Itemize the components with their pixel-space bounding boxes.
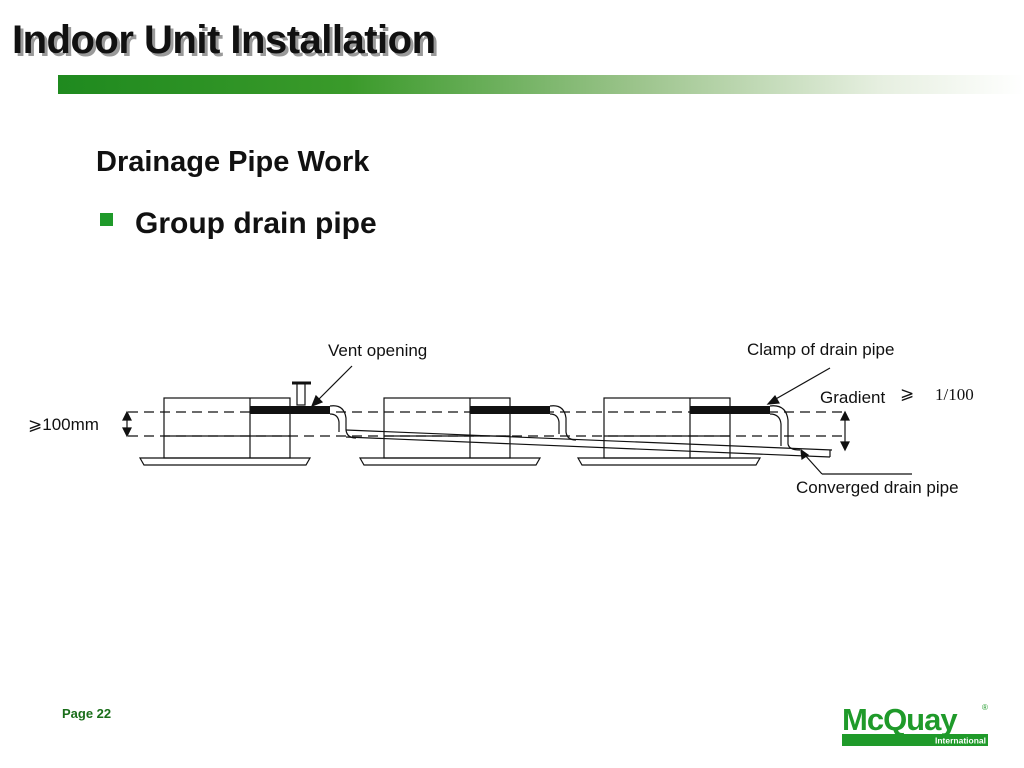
label-converged-drain-pipe: Converged drain pipe [796,478,959,497]
section-heading: Drainage Pipe Work [96,146,370,178]
converged-pipe-lower [345,436,831,458]
vent-opening-pipe [292,381,311,406]
group-drain-pipe-diagram: Vent opening Clamp of drain pipe Gradien… [28,340,974,497]
vent-leader-arrow [310,394,324,408]
slide-title: Indoor Unit Installation [12,18,436,62]
logo-registered-mark: ® [982,703,988,712]
square-bullet-icon [100,212,113,226]
label-height-100mm: ⩾100mm [28,415,99,434]
drain-elbow-3 [769,405,801,451]
drain-hoses [250,406,770,414]
logo-subtitle-text: International [935,736,986,746]
height-dimension-arrow [122,410,132,438]
converged-leader-line [803,453,823,475]
title-underline-bar [58,75,1024,94]
converged-leader-arrow [800,448,810,461]
drain-elbow-1 [329,405,357,439]
page-number: Page 22 [62,706,112,721]
label-vent-opening: Vent opening [328,341,427,360]
label-gradient-value: 1/100 [935,385,974,404]
clamp-leader-arrow [766,394,780,405]
indoor-unit-1 [138,397,312,466]
clamp-leader-line [773,367,831,401]
vent-leader-line [315,365,353,403]
drain-elbow-2 [549,405,577,441]
label-gradient: Gradient [820,388,885,407]
label-clamp-of-drain-pipe: Clamp of drain pipe [747,340,894,359]
logo-brand-text: McQuay [842,702,958,737]
mcquay-logo: McQuay ® International [842,702,988,746]
label-gradient-symbol: ⩾ [900,384,914,403]
converged-pipe-upper [345,429,833,451]
indoor-unit-3 [576,397,762,466]
gradient-dimension-arrow [840,410,850,452]
bullet-item: Group drain pipe [100,207,377,241]
bullet-text: Group drain pipe [135,207,377,240]
